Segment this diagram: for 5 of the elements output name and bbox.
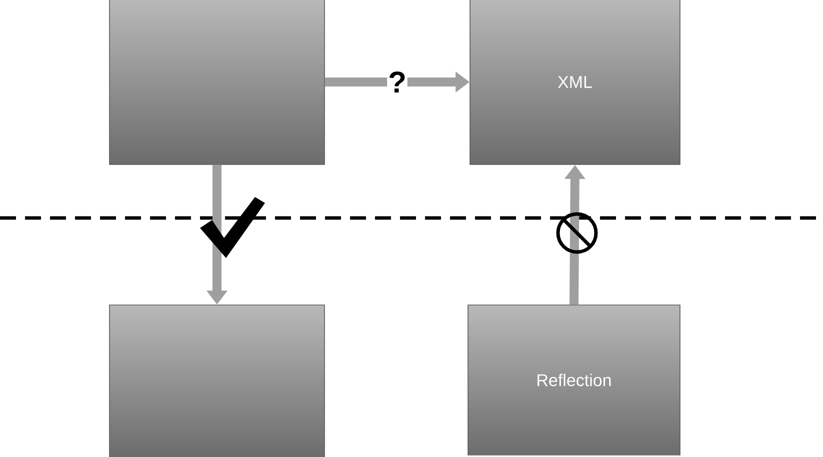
process-box: Reflection [468, 304, 680, 456]
edge-label: ? [387, 70, 408, 94]
blank-box [109, 304, 325, 457]
blank-box [109, 0, 325, 165]
process-box: XML [470, 0, 680, 165]
